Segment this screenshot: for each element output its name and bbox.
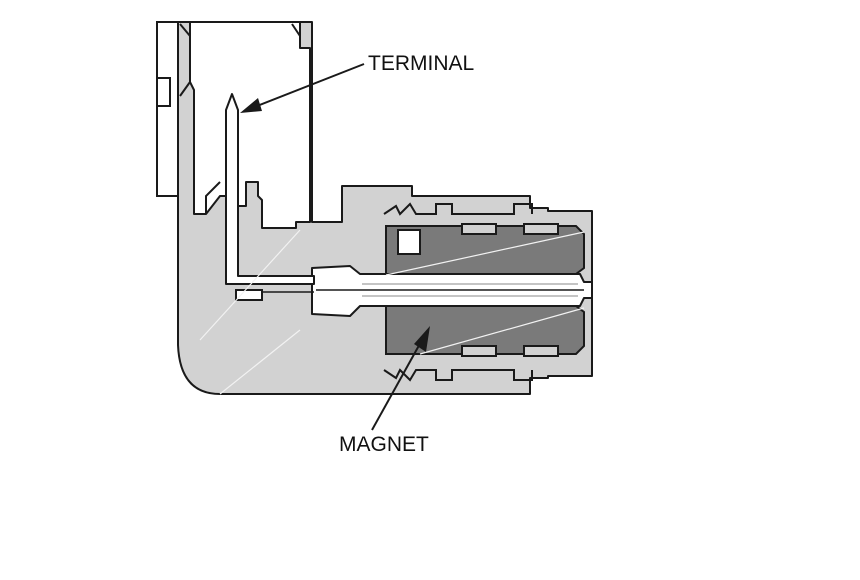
terminal-pin <box>225 93 315 285</box>
connector-latch <box>157 77 171 107</box>
connector-shell-left <box>156 21 179 197</box>
magnet-label: MAGNET <box>339 433 429 456</box>
connector-inner-wall <box>205 181 221 214</box>
terminal-label: TERMINAL <box>368 52 475 75</box>
magnet-slots <box>461 223 559 357</box>
magnet-arrowhead <box>414 326 430 352</box>
housing-serration-bottom <box>383 368 533 382</box>
connector-rib-right <box>291 23 301 48</box>
terminal-tab <box>235 289 263 301</box>
terminal-arrowhead <box>240 98 262 113</box>
magnet-leader-line <box>371 339 423 431</box>
terminal-leader-line <box>251 63 365 109</box>
pole-piece <box>311 265 593 317</box>
connector-cavity <box>189 21 311 229</box>
connector-rib-left <box>179 23 191 97</box>
housing-serration-top <box>383 202 533 216</box>
shading-lines <box>199 229 585 395</box>
magnet-notch <box>397 229 421 255</box>
